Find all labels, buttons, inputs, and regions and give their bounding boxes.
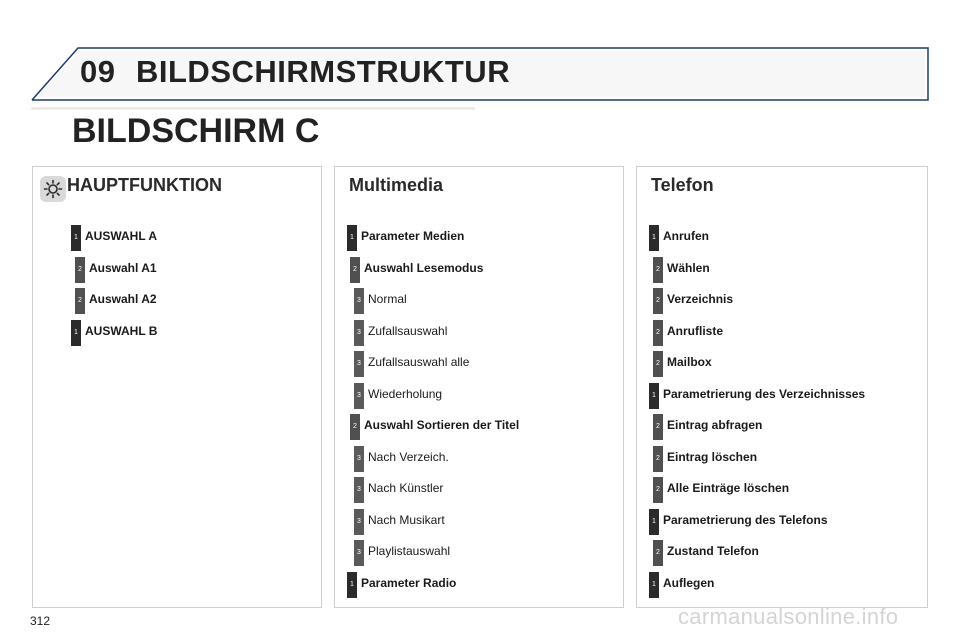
screen-title: BILDSCHIRM C: [72, 112, 320, 150]
list-item: 3 Nach Künstler: [335, 477, 623, 505]
level-badge: 2: [653, 256, 663, 283]
level-badge: 1: [71, 319, 81, 346]
list-item: 1 Parameter Medien: [335, 225, 623, 253]
item-label: Parametrierung des Verzeichnisses: [663, 386, 866, 401]
level-badge: 2: [653, 477, 663, 503]
item-label: Zustand Telefon: [667, 544, 759, 558]
item-label: Auswahl A2: [89, 292, 157, 306]
list-item: 1 Parametrierung des Telefons: [637, 508, 927, 537]
list-item: 2 Auswahl Sortieren der Titel: [335, 414, 623, 442]
list-item: 1 AUSWAHL B: [33, 319, 321, 348]
item-label: Wählen: [667, 260, 710, 275]
level-badge: 3: [354, 351, 364, 377]
main-function-heading: HAUPTFUNKTION: [67, 175, 222, 195]
level-badge: 2: [653, 414, 663, 440]
level-badge: 3: [354, 477, 364, 503]
list-item: 2 Auswahl Lesemodus: [335, 256, 623, 285]
level-badge: 2: [350, 256, 360, 283]
list-item: 3 Playlistauswahl: [335, 540, 623, 568]
item-label: AUSWAHL B: [85, 323, 158, 338]
item-label: AUSWAHL A: [85, 229, 157, 243]
list-item: 1 Parametrierung des Verzeichnisses: [637, 382, 927, 411]
list-item: 1 Anrufen: [637, 225, 927, 253]
list-item: 3 Wiederholung: [335, 382, 623, 411]
item-label: Alle Einträge löschen: [667, 481, 790, 495]
level-badge: 1: [347, 225, 357, 251]
item-label: Nach Künstler: [368, 481, 444, 495]
item-label: Nach Verzeich.: [368, 449, 449, 464]
watermark: carmanualsonline.info: [678, 604, 899, 629]
level-badge: 3: [354, 288, 364, 314]
item-label: Anrufliste: [667, 323, 724, 338]
page-number: 312: [30, 614, 51, 628]
level-badge: 3: [354, 382, 364, 409]
list-item: 2 Eintrag abfragen: [637, 414, 927, 442]
list-item: 1 Auflegen: [637, 571, 927, 600]
item-label: Zufallsauswahl: [368, 323, 448, 338]
list-item: 2 Verzeichnis: [637, 288, 927, 316]
item-label: Parameter Medien: [361, 229, 465, 243]
telefon-heading: Telefon: [651, 175, 714, 195]
list-item: 2 Wählen: [637, 256, 927, 285]
level-badge: 2: [653, 445, 663, 472]
list-item: 3 Nach Musikart: [335, 508, 623, 537]
item-label: Auswahl Lesemodus: [364, 260, 484, 275]
item-label: Auswahl Sortieren der Titel: [364, 418, 520, 432]
list-item: 1 AUSWAHL A: [33, 225, 321, 253]
level-badge: 2: [653, 288, 663, 314]
level-badge: 1: [649, 571, 659, 598]
item-label: Playlistauswahl: [368, 544, 451, 558]
list-item: 3 Zufallsauswahl alle: [335, 351, 623, 379]
item-label: Auflegen: [663, 575, 715, 590]
level-badge: 2: [75, 288, 85, 314]
item-label: Eintrag löschen: [667, 449, 758, 464]
item-label: Eintrag abfragen: [667, 418, 763, 432]
item-label: Verzeichnis: [667, 292, 734, 306]
level-badge: 2: [653, 319, 663, 346]
list-item: 2 Alle Einträge löschen: [637, 477, 927, 505]
level-badge: 3: [354, 540, 364, 566]
item-label: Parameter Radio: [361, 575, 457, 590]
list-item: 3 Nach Verzeich.: [335, 445, 623, 474]
list-item: 2 Auswahl A1: [33, 256, 321, 285]
item-label: Anrufen: [663, 229, 709, 243]
item-label: Mailbox: [667, 355, 712, 369]
list-item: 2 Mailbox: [637, 351, 927, 379]
level-badge: 2: [653, 540, 663, 566]
level-badge: 3: [354, 508, 364, 535]
item-label: Nach Musikart: [368, 512, 445, 527]
level-badge: 2: [653, 351, 663, 377]
level-badge: 3: [354, 445, 364, 472]
list-item: 2 Eintrag löschen: [637, 445, 927, 474]
chapter-title: BILDSCHIRMSTRUKTUR: [136, 54, 511, 89]
level-badge: 1: [649, 382, 659, 409]
multimedia-heading: Multimedia: [349, 175, 444, 195]
list-item: 2 Anrufliste: [637, 319, 927, 348]
level-badge: 1: [347, 571, 357, 598]
level-badge: 3: [354, 319, 364, 346]
list-item: 3 Zufallsauswahl: [335, 319, 623, 348]
item-label: Normal: [368, 292, 407, 306]
item-label: Zufallsauswahl alle: [368, 355, 470, 369]
level-badge: 1: [649, 508, 659, 535]
level-badge: 1: [649, 225, 659, 251]
item-label: Wiederholung: [368, 386, 443, 401]
level-badge: 2: [350, 414, 360, 440]
chapter-number: 09: [80, 54, 116, 89]
level-badge: 1: [71, 225, 81, 251]
list-item: 1 Parameter Radio: [335, 571, 623, 600]
level-badge: 2: [75, 256, 85, 283]
list-item: 2 Zustand Telefon: [637, 540, 927, 568]
list-item: 2 Auswahl A2: [33, 288, 321, 316]
item-label: Auswahl A1: [89, 260, 157, 275]
gear-icon: [40, 176, 66, 202]
list-item: 3 Normal: [335, 288, 623, 316]
item-label: Parametrierung des Telefons: [663, 512, 828, 527]
